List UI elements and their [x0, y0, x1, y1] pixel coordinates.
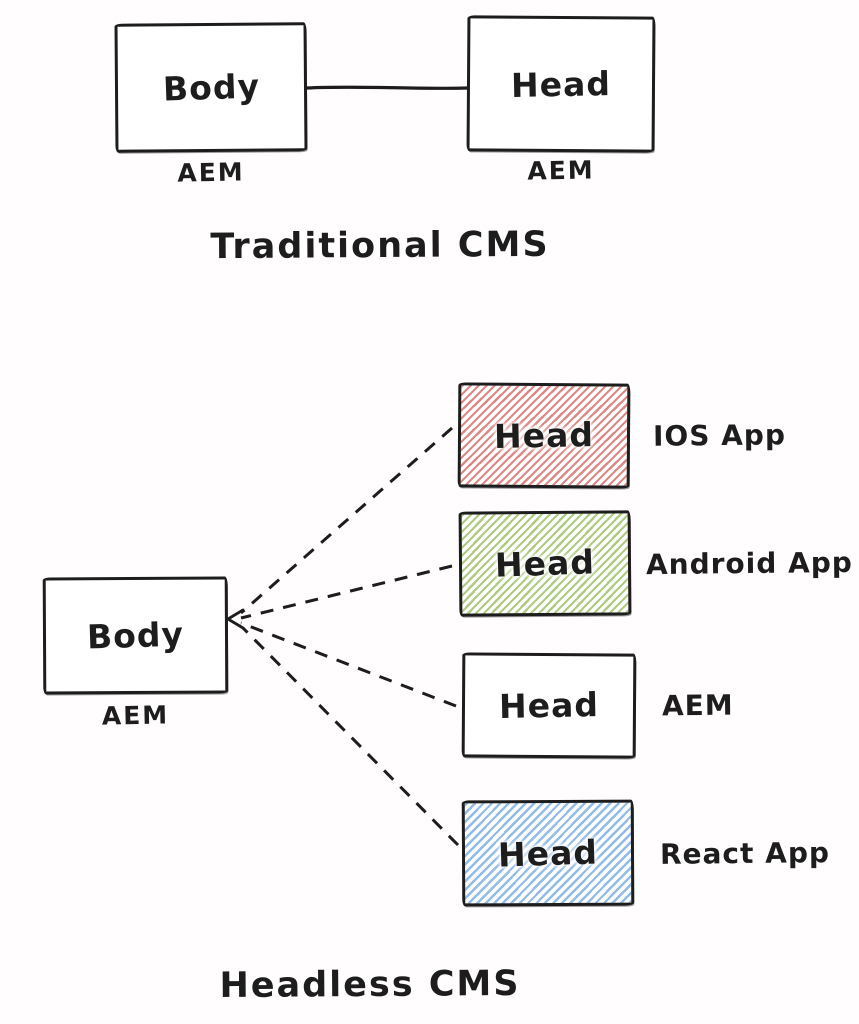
headless-head-label-react: Head: [497, 831, 599, 875]
traditional-head-label: Head: [510, 63, 612, 105]
dashed-arrow-android: [240, 564, 453, 620]
traditional-body-label: Body: [161, 66, 261, 109]
traditional-connector-line: [305, 85, 469, 90]
headless-head-label-ios: Head: [493, 415, 595, 456]
headless-head-box-aem: Head: [461, 652, 637, 759]
headless-head-label-android: Head: [494, 542, 596, 585]
annotation-android-app: Android App: [645, 545, 854, 582]
traditional-head-caption: AEM: [527, 155, 595, 186]
dashed-arrow-aem-head: [240, 621, 457, 708]
arrowhead-icon: [226, 608, 245, 630]
traditional-body-box: Body: [114, 22, 308, 153]
headless-body-box: Body: [42, 576, 229, 695]
dashed-arrow-react: [241, 626, 460, 847]
headless-body-label: Body: [86, 614, 185, 657]
traditional-section-title: Traditional CMS: [210, 224, 550, 268]
annotation-react-app: React App: [659, 835, 831, 871]
headless-head-box-android: Head: [458, 510, 632, 617]
annotation-aem: AEM: [661, 688, 734, 723]
annotation-ios-app: IOS App: [652, 418, 787, 453]
headless-head-box-ios: Head: [457, 382, 631, 489]
headless-body-caption: AEM: [101, 700, 170, 731]
traditional-head-box: Head: [466, 15, 656, 153]
dashed-arrow-ios: [240, 426, 453, 615]
headless-section-title: Headless CMS: [219, 963, 521, 1007]
traditional-body-caption: AEM: [177, 157, 245, 188]
headless-head-box-react: Head: [461, 799, 635, 907]
headless-head-label-aem: Head: [498, 685, 600, 726]
